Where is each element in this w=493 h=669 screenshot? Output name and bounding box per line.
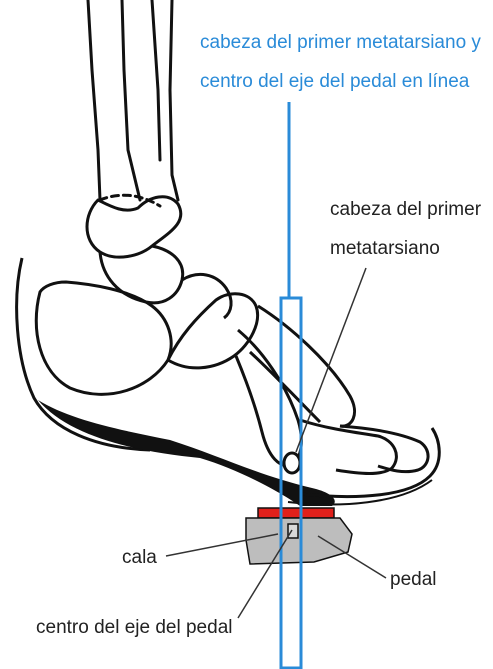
- header-label-line2: centro del eje del pedal en línea: [200, 72, 469, 91]
- cuboid-bone: [168, 294, 258, 368]
- cleat-clip: [288, 524, 298, 538]
- navicular-bone: [100, 246, 183, 303]
- pedal-body: [246, 518, 352, 564]
- talus-bone: [87, 197, 181, 257]
- fibula-right-edge: [170, 0, 178, 200]
- tibia-right-edge: [122, 0, 140, 200]
- pedal-label: pedal: [390, 570, 437, 589]
- calcaneus-bone: [36, 282, 171, 394]
- header-label-line1: cabeza del primer metatarsiano y: [200, 33, 481, 52]
- sesamoid-bone: [284, 453, 300, 473]
- fibula-left-edge: [152, 0, 160, 160]
- metatarsal-1: [236, 330, 301, 465]
- metatarsal-3: [250, 352, 320, 422]
- cleat-red: [258, 508, 334, 518]
- tibia-left-edge: [88, 0, 100, 200]
- axle-center-label: centro del eje del pedal: [36, 618, 232, 637]
- met-head-label-line2: metatarsiano: [330, 239, 440, 258]
- met-head-label-line1: cabeza del primer: [330, 200, 481, 219]
- toe-outline: [300, 428, 439, 497]
- pedal-assembly: [246, 508, 352, 564]
- leader-lines: [166, 268, 386, 618]
- leg-bones: [88, 0, 178, 206]
- cleat-label: cala: [122, 548, 157, 567]
- met-head-leader: [296, 268, 366, 452]
